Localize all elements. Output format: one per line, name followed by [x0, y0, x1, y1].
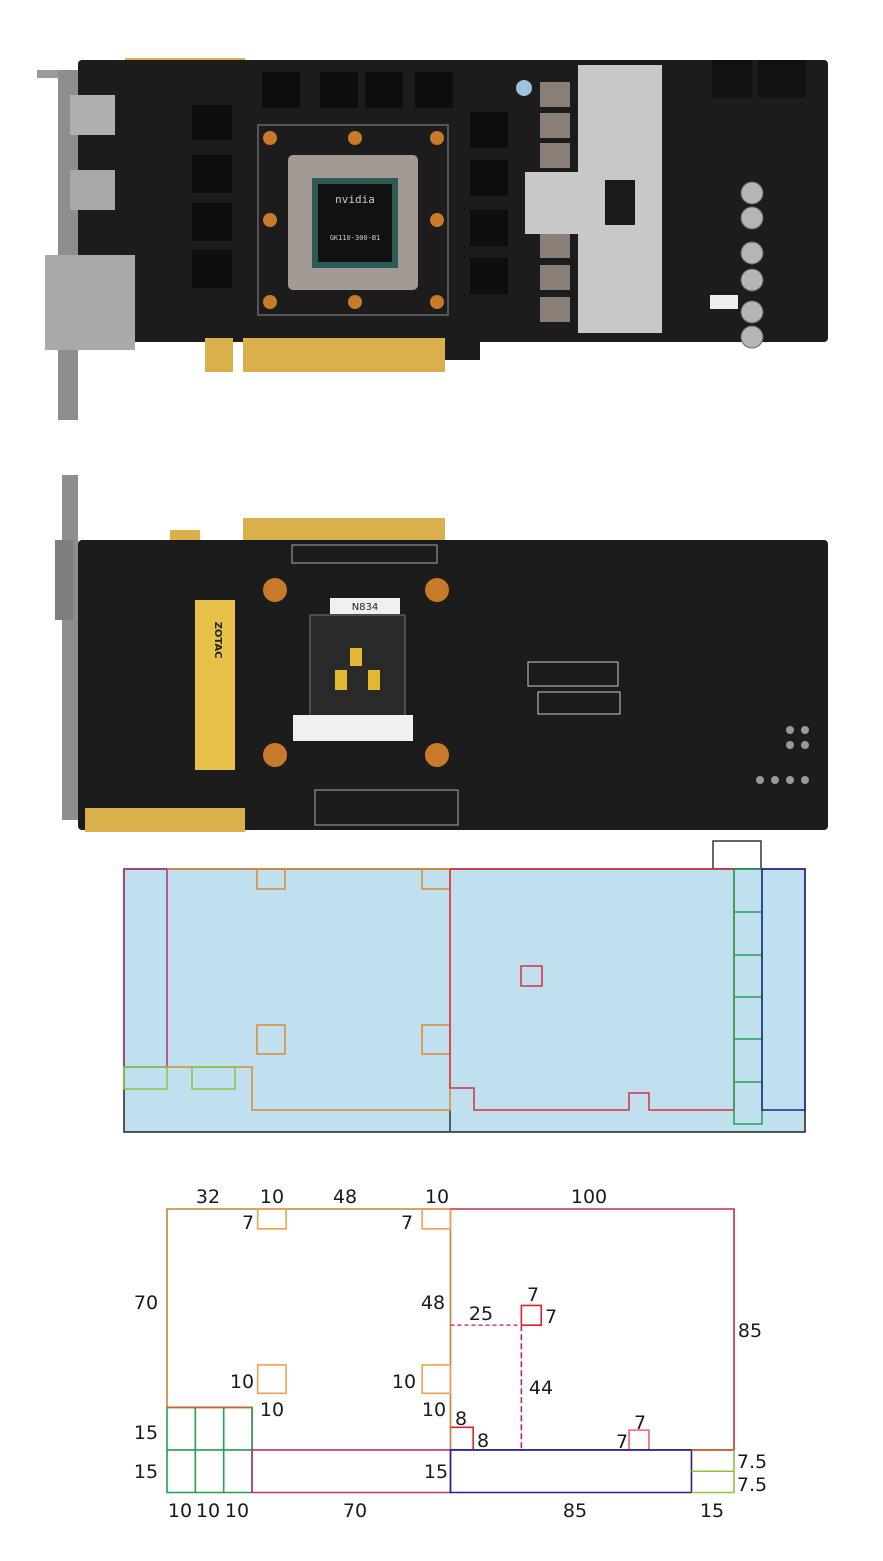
dim-label: 10	[230, 1371, 254, 1393]
mounting-holes	[263, 131, 444, 309]
region-diagram	[123, 840, 806, 1133]
displayport	[70, 95, 115, 135]
dimension-diagram	[167, 1209, 734, 1493]
chip-brand: nvidia	[335, 193, 375, 206]
io-bracket	[62, 475, 78, 820]
dim-label: 10	[196, 1500, 220, 1522]
port-region	[191, 1066, 236, 1090]
dim-label: 85	[563, 1500, 587, 1522]
pad-10x10	[258, 1365, 286, 1393]
pad-region	[256, 868, 286, 890]
strip-70x15	[252, 1450, 450, 1493]
gpu-back-photo: ZOTAC N834	[55, 475, 828, 832]
vrm-chokes	[540, 82, 570, 322]
zotac-sticker	[195, 600, 235, 770]
bump-7x7	[629, 1430, 649, 1450]
dim-label: 10	[168, 1500, 192, 1522]
gpu-front-photo: nvidia GK110-300-B1	[37, 58, 828, 420]
pad-10x10	[422, 1365, 450, 1393]
sli-fingers	[85, 808, 245, 832]
green-grid	[167, 1407, 252, 1492]
dim-label: 48	[333, 1186, 357, 1208]
dim-label: 10	[225, 1500, 249, 1522]
capacitor	[516, 80, 532, 96]
dim-label: 44	[529, 1377, 553, 1399]
strip-85x15	[451, 1450, 692, 1493]
dim-label: 15	[424, 1461, 448, 1483]
pcie-fingers	[243, 518, 445, 544]
dvi-port	[55, 540, 73, 620]
dim-label: 70	[134, 1292, 158, 1314]
power-connector	[712, 60, 752, 98]
dim-label: 7	[401, 1212, 413, 1234]
gpu-backplate-area	[309, 614, 406, 731]
dim-label: 7	[527, 1284, 539, 1306]
dim-label: 15	[134, 1461, 158, 1483]
gpu-die	[318, 184, 392, 262]
dim-label: 85	[738, 1320, 762, 1342]
pcie-fingers	[243, 338, 445, 372]
bracket-tab	[37, 70, 77, 78]
dim-label: 7	[545, 1306, 557, 1328]
hdmi-port	[70, 170, 115, 210]
dim-label: 15	[700, 1500, 724, 1522]
mounting-holes	[263, 578, 449, 767]
power-connector	[758, 60, 806, 98]
dim-label: 100	[571, 1186, 607, 1208]
pad-7x10	[258, 1209, 286, 1229]
dim-label: 7.5	[737, 1474, 767, 1496]
dim-label: 10	[260, 1186, 284, 1208]
port-region	[123, 1066, 168, 1090]
memory-chips	[192, 72, 508, 294]
cert-label	[527, 661, 619, 687]
back-label	[330, 598, 400, 614]
pad-region	[256, 1024, 286, 1055]
chip-part-number: GK110-300-B1	[330, 234, 381, 242]
dim-label: 32	[196, 1186, 220, 1208]
pcie-fingers-short	[205, 338, 233, 372]
dim-label: 10	[425, 1186, 449, 1208]
pad-7x10	[422, 1209, 450, 1229]
dim-label: 7	[616, 1431, 628, 1453]
square-7x7	[521, 1305, 541, 1325]
dimension-labels: 32 10 48 10 100 7 7 70 48 25 7 7 85 44 1…	[134, 1186, 767, 1522]
small-square-region	[520, 965, 543, 987]
dim-label: 10	[260, 1399, 284, 1421]
dim-label: 10	[392, 1371, 416, 1393]
dim-label: 15	[134, 1422, 158, 1444]
dim-label: 7	[634, 1412, 646, 1434]
right-edge-region	[761, 868, 806, 1111]
dim-label: 70	[343, 1500, 367, 1522]
dim-label: 48	[421, 1292, 445, 1314]
dim-label: 7.5	[737, 1451, 767, 1473]
dim-label: 8	[477, 1430, 489, 1452]
fan-header	[710, 295, 738, 309]
serial-sticker	[293, 715, 413, 741]
gpu-retention-frame	[257, 124, 449, 316]
capacitors	[740, 181, 764, 349]
pcb-back	[78, 540, 828, 830]
dvi-port	[45, 255, 135, 350]
dim-label: 25	[469, 1303, 493, 1325]
dim-label: 10	[422, 1399, 446, 1421]
gpu-memory-region	[167, 868, 451, 1111]
back-label-text: N834	[352, 602, 379, 613]
dim-label: 7	[242, 1212, 254, 1234]
sticker-brand: ZOTAC	[212, 622, 223, 659]
dim-label: 8	[455, 1408, 467, 1430]
step-8x8	[451, 1427, 474, 1450]
connector-outline	[712, 840, 762, 870]
board-outline	[123, 868, 806, 1133]
